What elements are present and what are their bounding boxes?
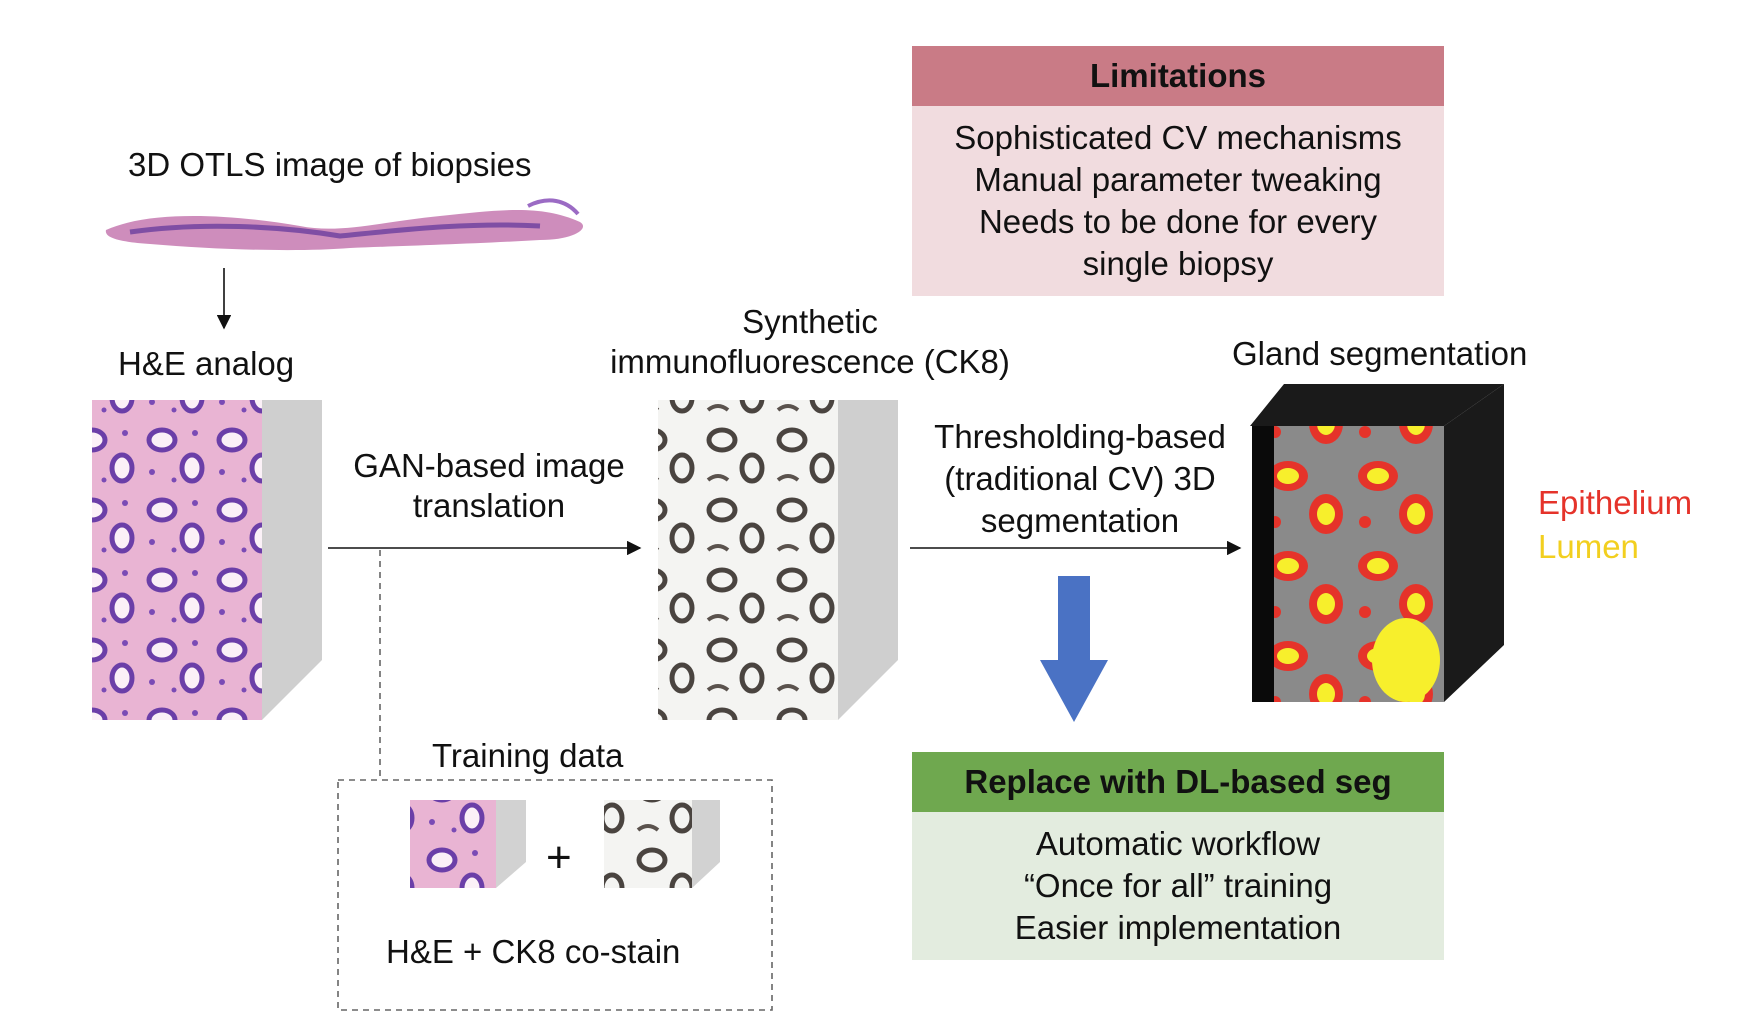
limitations-body: Sophisticated CV mechanisms Manual param… bbox=[912, 106, 1444, 296]
gan-label-line2: translation bbox=[412, 486, 566, 524]
replace-item: Automatic workflow bbox=[1035, 824, 1321, 862]
source-title: 3D OTLS image of biopsies bbox=[128, 146, 532, 183]
plus-icon: + bbox=[546, 833, 572, 882]
threshold-label-line3: segmentation bbox=[980, 502, 1180, 540]
limitations-item: Manual parameter tweaking bbox=[974, 160, 1382, 198]
limitations-header: Limitations bbox=[912, 46, 1444, 106]
training-caption: H&E + CK8 co-stain bbox=[386, 933, 681, 970]
limitations-box: Limitations Sophisticated CV mechanisms … bbox=[912, 46, 1444, 296]
threshold-label-line1: Thresholding-based bbox=[934, 418, 1226, 455]
arrow-down-icon bbox=[1040, 576, 1108, 722]
training-data-box bbox=[337, 779, 773, 1011]
ck8-tissue-cube bbox=[658, 400, 898, 720]
limitations-item: Sophisticated CV mechanisms bbox=[954, 118, 1402, 156]
gan-label: GAN-based image translation bbox=[330, 446, 648, 525]
replace-item: “Once for all” training bbox=[1023, 866, 1333, 904]
gland-title: Gland segmentation bbox=[1232, 335, 1528, 372]
threshold-label: Thresholding-based (traditional CV) 3D s… bbox=[910, 416, 1250, 543]
he-mini-cube bbox=[410, 800, 526, 888]
synthetic-label: Synthetic immunofluorescence (CK8) bbox=[580, 302, 1040, 381]
legend-epithelium: Epithelium bbox=[1538, 484, 1693, 521]
segmentation-cube bbox=[1250, 384, 1504, 702]
ck8-mini-cube bbox=[604, 800, 720, 888]
he-analog-title: H&E analog bbox=[118, 345, 295, 382]
he-tissue-cube bbox=[92, 400, 322, 720]
biopsy-strip-image bbox=[105, 198, 584, 251]
limitations-item: single biopsy bbox=[1082, 245, 1274, 283]
replace-header: Replace with DL-based seg bbox=[912, 752, 1444, 812]
synthetic-label-line2: immunofluorescence (CK8) bbox=[610, 342, 1010, 380]
limitations-item: Needs to be done for every bbox=[978, 203, 1378, 240]
replace-box: Replace with DL-based seg Automatic work… bbox=[912, 752, 1444, 960]
legend-lumen: Lumen bbox=[1538, 528, 1639, 565]
synthetic-label-line1: Synthetic bbox=[742, 303, 878, 340]
threshold-label-line2: (traditional CV) 3D bbox=[944, 460, 1216, 498]
gan-label-line1: GAN-based image bbox=[353, 447, 625, 484]
training-title: Training data bbox=[432, 737, 624, 774]
replace-item: Easier implementation bbox=[1014, 909, 1342, 947]
replace-body: Automatic workflow “Once for all” traini… bbox=[912, 812, 1444, 960]
